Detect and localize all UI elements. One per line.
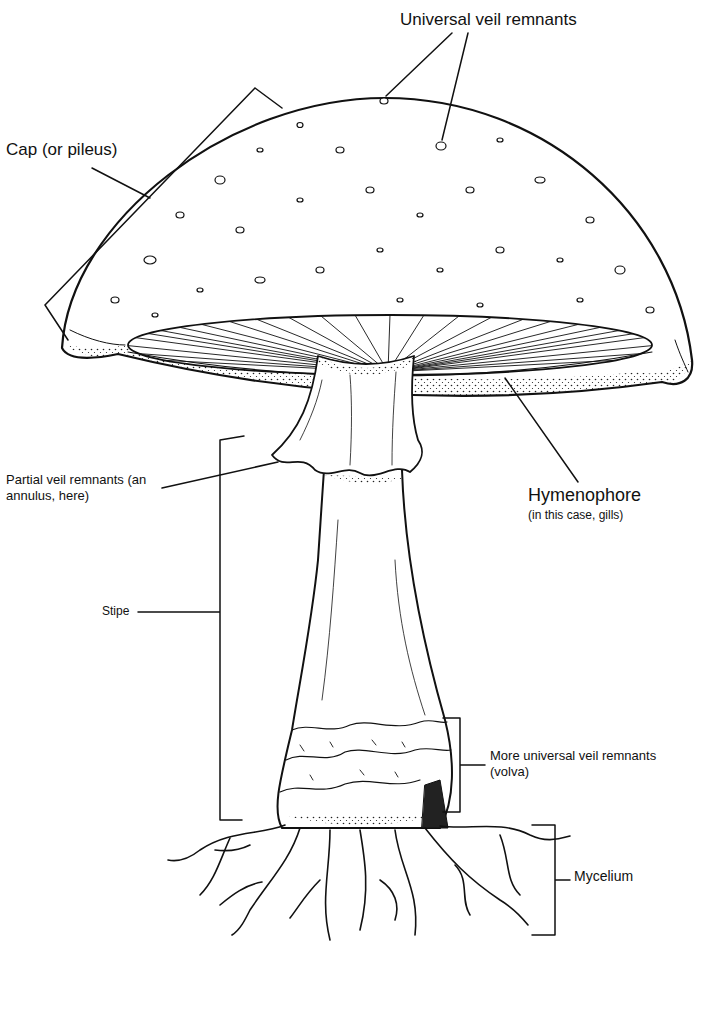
- part-label: Stipe: [102, 604, 129, 618]
- part-note: (in this case, gills): [528, 508, 623, 522]
- part-label: Universal veil remnants: [400, 10, 577, 30]
- part-label: Partial veil remnants (an annulus, here): [6, 472, 158, 503]
- part-label: Cap (or pileus): [6, 140, 118, 160]
- part-label: Hymenophore: [528, 485, 641, 507]
- part-label: More universal veil remnants (volva): [490, 748, 695, 779]
- part-label: Mycelium: [574, 868, 633, 885]
